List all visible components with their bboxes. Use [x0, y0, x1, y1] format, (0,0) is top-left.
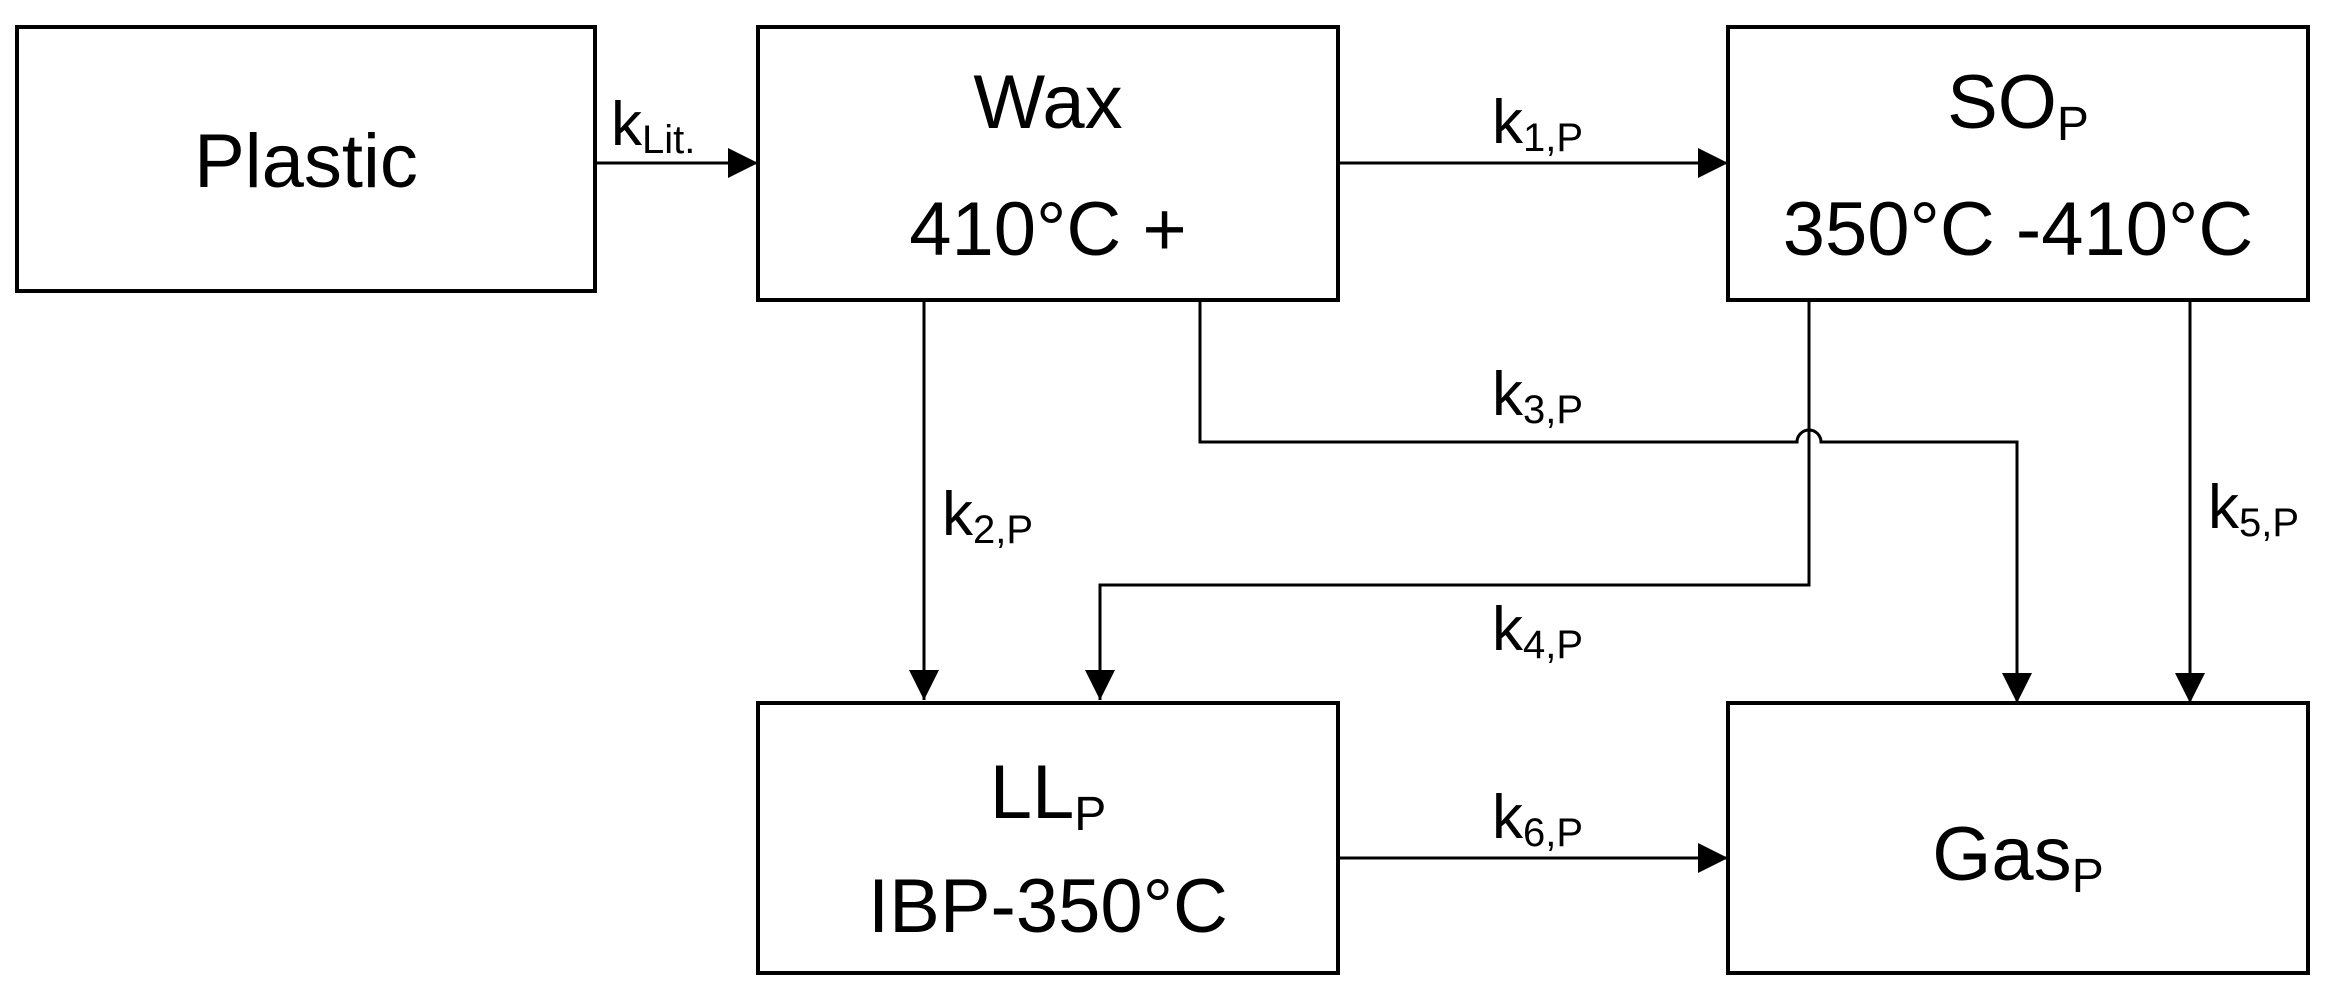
- node-ll-title: LLP: [990, 750, 1107, 841]
- rate-label-k-lit: kLit.: [611, 90, 695, 162]
- node-so-range: 350°C -410°C: [1783, 187, 2254, 272]
- node-ll-range: IBP-350°C: [868, 864, 1228, 949]
- node-so-title: SOP: [1947, 60, 2089, 151]
- node-so: SOP 350°C -410°C: [1726, 25, 2310, 302]
- node-ll: LLP IBP-350°C: [756, 701, 1340, 975]
- arrow-wax-to-gas: [1198, 300, 2032, 703]
- node-plastic-label: Plastic: [194, 119, 418, 204]
- rate-label-k1: k1,P: [1492, 88, 1583, 160]
- rate-label-k6: k6,P: [1492, 783, 1583, 855]
- rate-label-k5: k5,P: [2208, 473, 2299, 545]
- node-wax: Wax 410°C +: [756, 25, 1340, 302]
- rate-label-k3: k3,P: [1492, 360, 1583, 432]
- node-so-box: [1726, 25, 2310, 302]
- node-ll-box: [756, 701, 1340, 975]
- node-wax-range: 410°C +: [909, 187, 1187, 272]
- rate-label-k4: k4,P: [1492, 595, 1583, 667]
- connectors: [595, 148, 2205, 873]
- node-gas-label: GasP: [1932, 812, 2103, 903]
- arrow-so-to-ll: [1085, 300, 1811, 700]
- node-plastic: Plastic: [15, 25, 597, 293]
- node-gas: GasP: [1726, 701, 2310, 975]
- node-wax-box: [756, 25, 1340, 302]
- rate-labels: kLit. k1,P k2,P k3,P k4,P k5,P k6,P: [611, 88, 2299, 855]
- rate-label-k2: k2,P: [942, 480, 1033, 552]
- node-wax-title: Wax: [973, 60, 1122, 145]
- node-gas-box: [1726, 701, 2310, 975]
- node-plastic-box: [15, 25, 597, 293]
